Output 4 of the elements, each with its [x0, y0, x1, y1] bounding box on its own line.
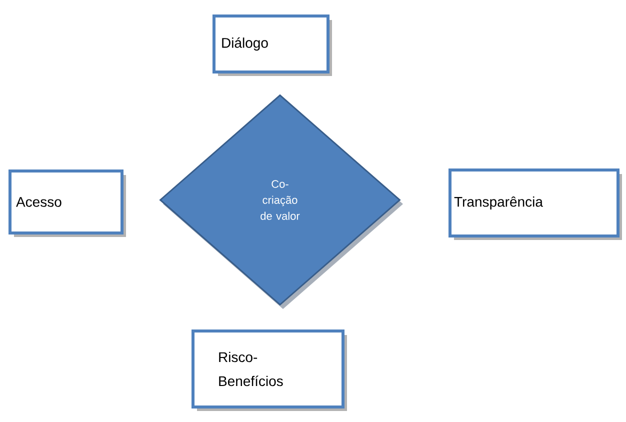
- text-box: Risco-Benefícios: [192, 330, 347, 411]
- text-box: Diálogo: [212, 14, 332, 76]
- text-box: Acesso: [8, 170, 126, 237]
- text-box: Transparência: [448, 168, 622, 240]
